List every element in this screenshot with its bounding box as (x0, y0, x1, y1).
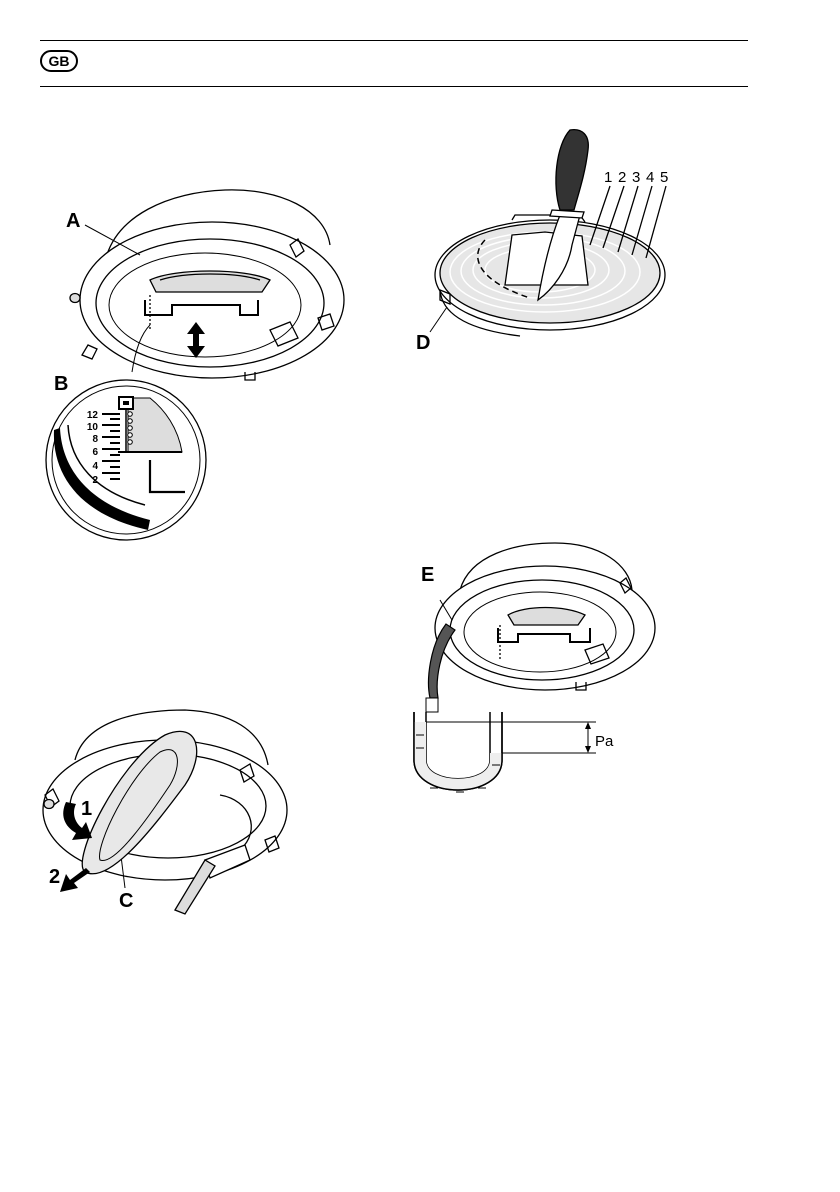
figure-filter-housing-level: A B 12 10 8 6 4 2 (40, 150, 370, 550)
scale-label: 10 (87, 422, 99, 433)
scale-label: 6 (92, 447, 98, 458)
scale-label: 12 (87, 410, 99, 421)
step-1-number: 1 (81, 798, 92, 820)
header-bottom-rule (40, 86, 748, 87)
figure-manometer-test: E Pa (405, 540, 680, 815)
ring-number: 5 (660, 169, 668, 186)
label-d: D (416, 332, 430, 354)
ring-number: 2 (618, 169, 626, 186)
ring-number: 1 (604, 169, 612, 186)
label-a: A (66, 210, 80, 232)
scale-label: 4 (92, 461, 98, 472)
scale-label: 2 (92, 475, 98, 486)
ring-number: 3 (632, 169, 640, 186)
ring-number: 4 (646, 169, 654, 186)
label-e: E (421, 564, 434, 586)
pressure-label: Pa (595, 733, 614, 750)
figure-membrane-removal: 1 2 C (40, 705, 300, 920)
scale-label: 8 (92, 434, 98, 445)
label-b: B (54, 373, 68, 395)
figure-membrane-cut-rings: 1 2 3 4 5 D (415, 125, 690, 355)
language-badge: GB (40, 50, 78, 72)
step-2-number: 2 (49, 866, 60, 888)
header-top-rule (40, 40, 748, 41)
label-c: C (119, 890, 133, 912)
